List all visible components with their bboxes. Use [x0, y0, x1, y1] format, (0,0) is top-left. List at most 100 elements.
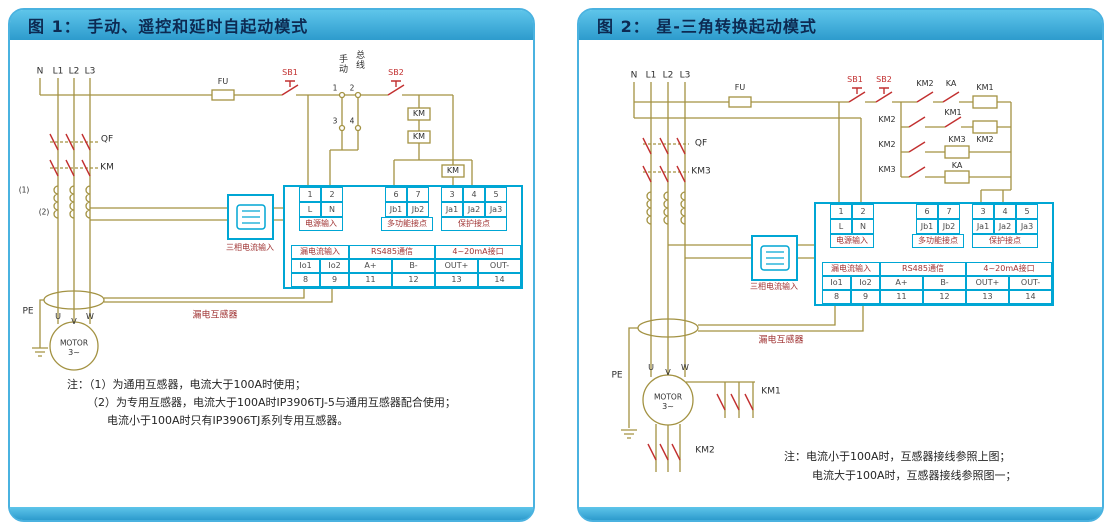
leak-terminal: 8: [291, 273, 320, 287]
figure2-header: 图 2： 星-三角转换起动模式: [579, 10, 1102, 40]
leak-terminal: 9: [851, 290, 880, 304]
pe-label: PE: [611, 370, 623, 381]
prot-pin: Ja1: [441, 202, 463, 217]
multi-terminal: 6: [916, 204, 938, 219]
ma-section-label: 4~20mA接口: [966, 262, 1052, 276]
power-section-label: 电源输入: [299, 217, 343, 231]
figure1-footer: [10, 507, 533, 520]
ct-note-1: (1): [18, 185, 30, 195]
ma-pin: OUT-: [1009, 276, 1052, 290]
prot-terminal: 3: [972, 204, 994, 219]
ladder-contact-label: KA: [945, 79, 957, 88]
note-line: 注：电流小于100A时，互感器接线参照上图；: [784, 450, 1011, 463]
multi-terminal: 6: [385, 187, 407, 202]
multi-pin: Jb2: [938, 219, 960, 234]
leak-terminal: 9: [320, 273, 349, 287]
leak-pin: Io1: [822, 276, 851, 290]
multi-section-label: 多功能接点: [381, 217, 433, 231]
motor-label: MOTOR: [653, 392, 683, 402]
prot-terminal: 5: [1016, 204, 1038, 219]
motor-phase-label: 3~: [662, 402, 674, 411]
note-line: 注：（1）为通用互感器，电流大于100A时使用；: [67, 378, 307, 391]
leakage-ct-label: 漏电互感器: [758, 335, 804, 346]
km2-group-label: KM2: [695, 445, 715, 456]
multi-section-label: 多功能接点: [912, 234, 964, 248]
ladder-contact-label: KM1: [944, 108, 962, 117]
note-line: （2）为专用互感器，电流大于100A时IP3906TJ-5与通用互感器配合使用；: [87, 396, 456, 409]
phase-label-l2: L2: [68, 66, 80, 77]
ladder-contact-label: KM2: [878, 115, 896, 124]
button-sb1-label: SB1: [282, 68, 298, 77]
motor-w-label: W: [681, 363, 689, 372]
ladder-contact-label: KM2: [916, 79, 934, 88]
ma-pin: OUT+: [435, 259, 478, 273]
ct-input-box: [751, 235, 798, 281]
ma-terminal: 14: [1009, 290, 1052, 304]
button-sb2-label: SB2: [876, 75, 892, 84]
rs485-pin: B-: [392, 259, 435, 273]
phase-label-l3: L3: [679, 70, 691, 81]
ma-pin: OUT+: [966, 276, 1009, 290]
fuse-label: FU: [734, 83, 746, 92]
note-line: 电流小于100A时只有IP3906TJ系列专用互感器。: [107, 414, 349, 427]
ladder-contact-label: KM3: [878, 165, 896, 174]
figure2-title: 图 2： 星-三角转换起动模式: [597, 17, 817, 36]
rs485-terminal: 11: [349, 273, 392, 287]
selector-bus-label: 总线: [354, 50, 364, 70]
prot-terminal: 3: [441, 187, 463, 202]
button-sb2-label: SB2: [388, 68, 404, 77]
motor-v-label: V: [71, 317, 77, 326]
power-pin: N: [852, 219, 874, 234]
ladder-coil-label: KM3: [948, 135, 966, 144]
prot-section-label: 保护接点: [441, 217, 507, 231]
ma-section-label: 4~20mA接口: [435, 245, 521, 259]
power-pin: L: [299, 202, 321, 217]
phase-label-n: N: [630, 70, 638, 81]
ma-terminal: 13: [435, 273, 478, 287]
rs485-pin: A+: [349, 259, 392, 273]
ma-pin: OUT-: [478, 259, 521, 273]
motor-u-label: U: [55, 312, 61, 321]
relay-terminal-box: 1 2 L N 电源输入 6 7 Jb1 Jb2 多功能接点 3 4 5 Ja1…: [283, 185, 523, 289]
prot-pin: Ja1: [972, 219, 994, 234]
selector-pos-1: 1: [332, 83, 338, 93]
multi-pin: Jb1: [385, 202, 407, 217]
power-terminal: 2: [852, 204, 874, 219]
ladder-coil-label: KA: [951, 161, 963, 170]
power-terminal: 1: [299, 187, 321, 202]
phase-label-n: N: [36, 66, 44, 77]
breaker-label: QF: [100, 134, 114, 145]
prot-terminal: 4: [463, 187, 485, 202]
multi-terminal: 7: [938, 204, 960, 219]
leakage-ct-label: 漏电互感器: [192, 310, 238, 321]
motor-phase-label: 3~: [68, 348, 80, 357]
power-terminal: 1: [830, 204, 852, 219]
main-contactor-label: KM3: [691, 166, 711, 177]
rs485-terminal: 11: [880, 290, 923, 304]
figure2-footer: [579, 507, 1102, 520]
fuse-label: FU: [217, 77, 229, 86]
phase-label-l2: L2: [662, 70, 674, 81]
multi-terminal: 7: [407, 187, 429, 202]
multi-pin: Jb2: [407, 202, 429, 217]
prot-terminal: 5: [485, 187, 507, 202]
leak-section-label: 漏电流输入: [291, 245, 349, 259]
selector-pos-2: 2: [349, 83, 355, 93]
ct-input-label: 三相电流输入: [226, 243, 274, 252]
rs485-section-label: RS485通信: [880, 262, 966, 276]
phase-label-l3: L3: [84, 66, 96, 77]
ladder-coil-label: KM1: [976, 83, 994, 92]
prot-pin: Ja3: [485, 202, 507, 217]
figure1-panel: 图 1： 手动、遥控和延时自起动模式 1 2: [8, 8, 535, 522]
rs485-section-label: RS485通信: [349, 245, 435, 259]
prot-pin: Ja2: [463, 202, 485, 217]
note-line: 电流大于100A时，互感器接线参照图一；: [812, 469, 1017, 482]
motor-w-label: W: [86, 312, 94, 321]
ladder-coil-label: KM2: [976, 135, 994, 144]
ct-icon: [235, 204, 266, 230]
power-section-label: 电源输入: [830, 234, 874, 248]
breaker-label: QF: [694, 138, 708, 149]
motor-label: MOTOR: [59, 338, 89, 348]
phase-label-l1: L1: [645, 70, 657, 81]
km-aux-contact-label: KM: [412, 132, 426, 141]
